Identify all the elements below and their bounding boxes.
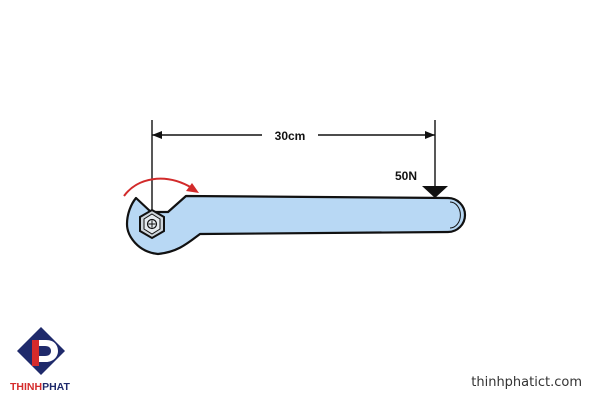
rotation-arrow-icon xyxy=(123,177,193,197)
dimension-line xyxy=(151,120,436,212)
logo-text-part2: PHAT xyxy=(42,381,70,393)
wrench-handle-tip xyxy=(449,201,461,229)
thinhphat-logo: THINHPHAT xyxy=(10,327,70,393)
svg-text:THINHPHAT: THINHPHAT xyxy=(10,381,70,393)
dimension-arrowhead-left xyxy=(152,131,162,139)
website-watermark: thinhphatict.com xyxy=(471,375,582,390)
logo-text-part1: THINH xyxy=(10,381,42,393)
nut-icon xyxy=(139,208,165,240)
wrench-icon xyxy=(125,194,467,256)
dimension-arrowhead-right xyxy=(425,131,435,139)
force-arrow-icon xyxy=(422,186,448,198)
distance-label: 30cm xyxy=(275,129,306,143)
rotation-arrowhead xyxy=(186,183,199,193)
force-label: 50N xyxy=(395,169,417,183)
